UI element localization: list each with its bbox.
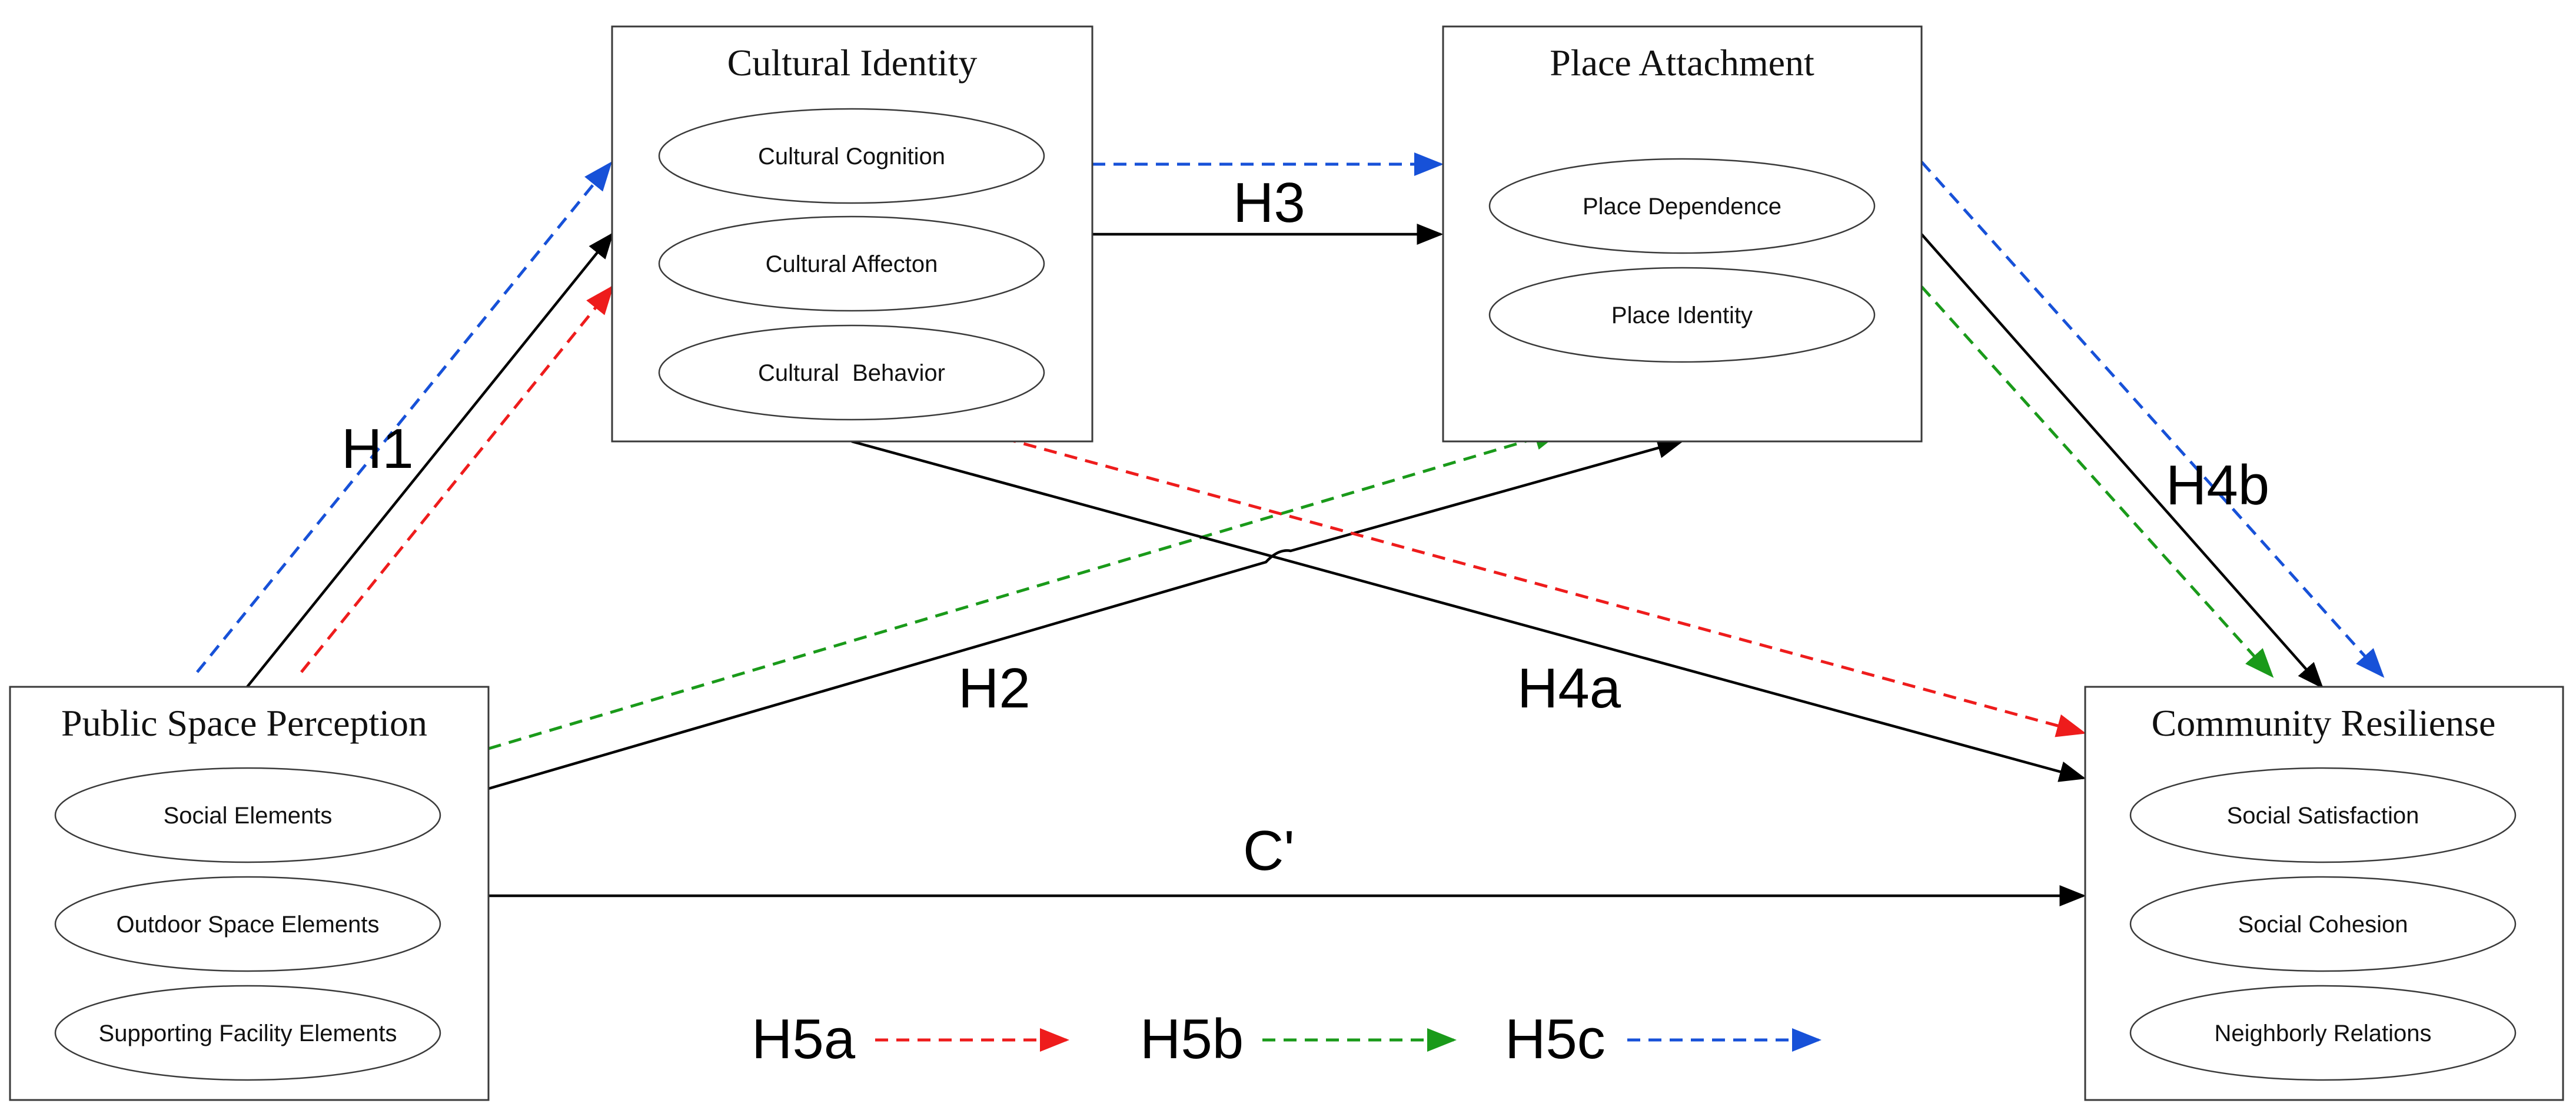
box-title: Public Space Perception — [61, 702, 427, 744]
oval-label: Cultural Affecton — [766, 251, 938, 277]
oval-social-elements — [54, 767, 441, 863]
oval-label: Outdoor Space Elements — [117, 912, 380, 938]
label-h2: H2 — [958, 657, 1031, 720]
legend-label-h5a: H5a — [752, 1008, 856, 1071]
box-place-attachment: Place Attachment Place Dependence Place … — [1442, 25, 1923, 443]
legend: H5a H5b H5c — [752, 1008, 1822, 1071]
h5c-arrow-pa-to-cr — [1920, 161, 2385, 678]
label-h3: H3 — [1233, 171, 1305, 234]
h5b-arrow-pa-to-cr — [1920, 285, 2274, 678]
oval-label: Cultural Cognition — [758, 144, 945, 170]
h5a-arrow-psp-to-ci — [300, 285, 614, 673]
oval-outdoor-space-elements — [54, 876, 441, 972]
oval-label: Social Cohesion — [2238, 912, 2408, 938]
legend-label-h5c: H5c — [1505, 1008, 1606, 1071]
legend-label-h5b: H5b — [1140, 1008, 1244, 1071]
box-community-resilience: Community Resiliense Social Satisfaction… — [2084, 686, 2564, 1101]
label-h4a: H4a — [1517, 657, 1621, 720]
h4a-arrow — [851, 440, 2086, 782]
box-title: Place Attachment — [1550, 42, 1814, 84]
box-public-space-perception: Public Space Perception Social Elements … — [9, 686, 490, 1101]
oval-label: Supporting Facility Elements — [99, 1021, 397, 1046]
oval-label: Place Identity — [1611, 303, 1753, 328]
oval-cultural-behavior — [658, 324, 1045, 421]
arrows — [196, 152, 2385, 906]
box-title: Cultural Identity — [727, 42, 978, 84]
oval-social-satisfaction — [2129, 767, 2517, 863]
h5b-arrow-psp-to-pa — [488, 427, 1564, 750]
label-h1: H1 — [341, 417, 414, 480]
oval-cultural-cognition — [658, 108, 1045, 204]
box-title: Community Resiliense — [2152, 702, 2496, 744]
label-h4b: H4b — [2166, 454, 2269, 517]
oval-social-cohesion — [2129, 876, 2517, 972]
oval-label: Place Dependence — [1583, 194, 1781, 220]
oval-label: Social Elements — [164, 803, 333, 829]
oval-neighborly-relations — [2129, 985, 2517, 1081]
h1-arrow — [246, 232, 614, 688]
h4b-arrow — [1920, 233, 2324, 689]
path-labels: H1 H2 H3 H4a H4b C' — [341, 171, 2269, 882]
label-c-prime: C' — [1243, 819, 1295, 882]
oval-label: Neighborly Relations — [2214, 1021, 2431, 1046]
oval-place-identity — [1488, 267, 1876, 363]
box-cultural-identity: Cultural Identity Cultural Cognition Cul… — [611, 25, 1093, 443]
oval-cultural-affection — [658, 215, 1045, 312]
oval-place-dependence — [1488, 158, 1876, 254]
h5c-arrow-psp-to-ci — [196, 161, 613, 673]
h2-arrow — [488, 437, 1684, 790]
oval-label: Social Satisfaction — [2227, 803, 2419, 829]
oval-label: Cultural Behavior — [758, 360, 945, 386]
oval-supporting-facility-elements — [54, 985, 441, 1081]
